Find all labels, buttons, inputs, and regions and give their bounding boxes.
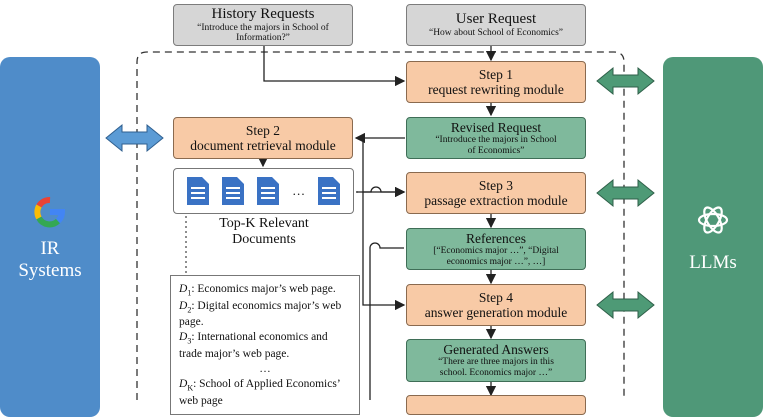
step1-title: Step 1	[478, 66, 514, 82]
hop-step3	[357, 186, 406, 198]
step2-box: Step 2 document retrieval module	[173, 117, 353, 159]
google-g-icon	[34, 197, 66, 228]
step4-llm-double-arrow	[596, 290, 655, 320]
references-title: References	[466, 230, 526, 246]
step1-llm-double-arrow	[596, 66, 655, 96]
ir-step2-double-arrow	[105, 123, 164, 153]
revised-title: Revised Request	[450, 119, 542, 135]
doc-d3: D3: International economics and trade ma…	[179, 331, 328, 360]
document-descriptions: D1: Economics major’s web page. D2: Digi…	[170, 275, 360, 415]
openai-logo-icon	[697, 206, 729, 234]
llm-title: LLMs	[689, 252, 737, 274]
history-requests-box: History Requests “Introduce the majors i…	[173, 4, 353, 46]
line-revised-to-step4	[362, 192, 406, 311]
document-list: …	[173, 168, 354, 214]
step4-subtitle: answer generation module	[424, 305, 568, 320]
user-text: “How about School of Economics”	[428, 28, 564, 39]
generated-answers-box: Generated Answers “There are three major…	[406, 339, 586, 382]
references-box: References [“Economics major …”, “Digita…	[406, 228, 586, 270]
topk-line2: Documents	[232, 232, 296, 248]
step3-subtitle: passage extraction module	[424, 193, 568, 208]
step2-subtitle: document retrieval module	[190, 138, 336, 153]
user-request-box: User Request “How about School of Econom…	[406, 4, 586, 46]
document-icon	[221, 177, 244, 205]
user-title: User Request	[455, 11, 537, 28]
revised-request-box: Revised Request “Introduce the majors in…	[406, 117, 586, 159]
step3-llm-double-arrow	[596, 178, 655, 208]
connector-lines	[105, 46, 655, 400]
step3-box: Step 3 passage extraction module	[406, 172, 586, 214]
revised-text: “Introduce the majors in School of Econo…	[435, 134, 557, 156]
step2-title: Step 2	[245, 122, 281, 138]
step3-title: Step 3	[478, 177, 514, 193]
document-icon	[318, 177, 341, 205]
arrow-history-to-step1	[263, 46, 406, 87]
step4-box: Step 4 answer generation module	[406, 284, 586, 326]
step1-subtitle: request rewriting module	[428, 82, 564, 97]
references-text: [“Economics major …”, “Digital economics…	[433, 245, 559, 267]
step4-title: Step 4	[478, 289, 514, 305]
answers-title: Generated Answers	[443, 342, 549, 358]
llms-panel: LLMs	[663, 57, 763, 417]
history-text: “Introduce the majors in School of Infor…	[197, 22, 329, 44]
arrow-revised-to-step3	[362, 138, 406, 198]
next-step-box	[406, 395, 586, 415]
document-icon	[256, 177, 279, 205]
doc-dk: DK: School of Applied Economics’ web pag…	[179, 377, 340, 407]
doc-dots: …	[259, 362, 271, 375]
step1-box: Step 1 request rewriting module	[406, 61, 586, 103]
topk-label: Top-K Relevant Documents	[175, 216, 353, 248]
document-icon	[186, 177, 209, 205]
system-boundary	[136, 51, 625, 400]
ir-systems-panel: IR Systems	[0, 57, 100, 417]
line-references-left	[369, 242, 404, 400]
ir-line1: IR	[40, 238, 60, 260]
history-title: History Requests	[211, 5, 315, 22]
answers-text: “There are three majors in this school. …	[438, 357, 554, 379]
topk-line1: Top-K Relevant	[219, 216, 309, 231]
ir-title: IR Systems	[18, 238, 81, 282]
doc-d1: D1: Economics major’s web page.	[179, 283, 336, 298]
ir-line2: Systems	[18, 260, 82, 281]
doclist-ellipsis: …	[292, 183, 306, 198]
doc-d2: D2: Digital economics major’s web page.	[179, 299, 342, 329]
